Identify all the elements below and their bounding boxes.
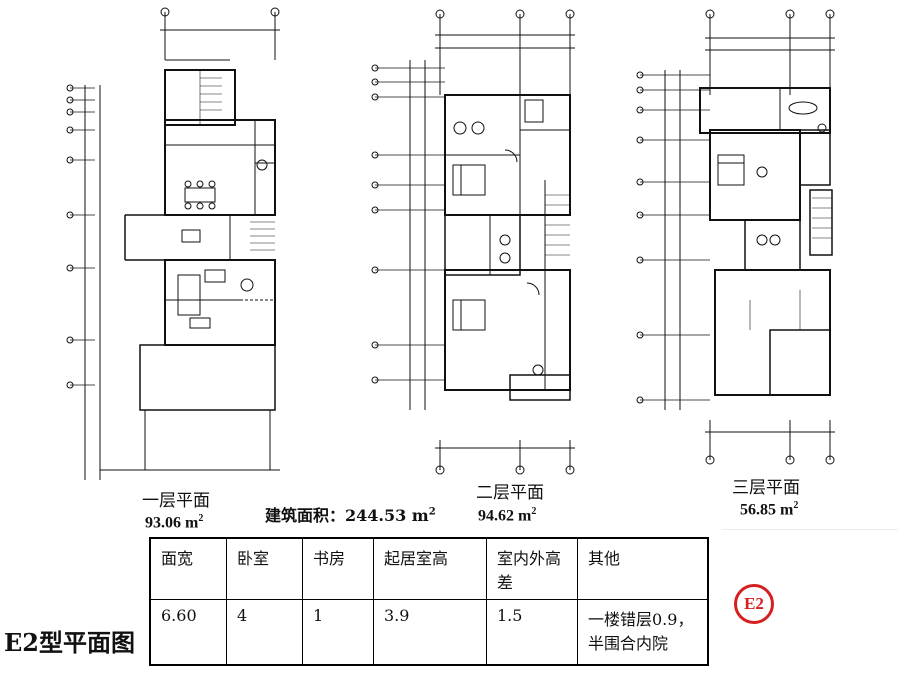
floor-1-area: 93.06 m2	[145, 513, 204, 532]
header-living-height: 起居室高	[373, 537, 487, 600]
unit-spec-table: 面宽 卧室 书房 起居室高 室内外高差 其他 6.60 4 1 3.9 1.5 …	[149, 537, 709, 666]
header-other: 其他	[577, 537, 709, 600]
floor-1-label: 一层平面	[142, 491, 210, 511]
value-living-height: 3.9	[373, 599, 487, 666]
value-level-difference: 1.5	[486, 599, 578, 666]
first-floor-plan	[66, 7, 280, 480]
e2-location-badge: E2	[734, 584, 774, 624]
header-bedrooms: 卧室	[226, 537, 303, 600]
floor-3-area: 56.85 m2	[740, 500, 799, 519]
third-floor-plan	[636, 9, 835, 465]
value-width: 6.60	[149, 599, 227, 666]
value-other: 一楼错层0.9，半围合内院	[577, 599, 709, 666]
floor-plan-drawings	[66, 7, 899, 530]
floor-2-label: 二层平面	[476, 483, 544, 503]
plan-type-title: E2型平面图	[4, 628, 135, 657]
table-row: 6.60 4 1 3.9 1.5 一楼错层0.9，半围合内院	[149, 599, 709, 666]
table-header-row: 面宽 卧室 书房 起居室高 室内外高差 其他	[149, 537, 709, 600]
value-bedrooms: 4	[226, 599, 303, 666]
second-floor-plan	[371, 9, 575, 475]
header-width: 面宽	[149, 537, 227, 600]
floor-2-area: 94.62 m2	[478, 506, 537, 525]
header-level-difference: 室内外高差	[486, 537, 578, 600]
total-building-area: 建筑面积：244.53 m2	[265, 506, 436, 525]
floor-3-label: 三层平面	[732, 478, 800, 498]
value-study: 1	[302, 599, 374, 666]
header-study: 书房	[302, 537, 374, 600]
